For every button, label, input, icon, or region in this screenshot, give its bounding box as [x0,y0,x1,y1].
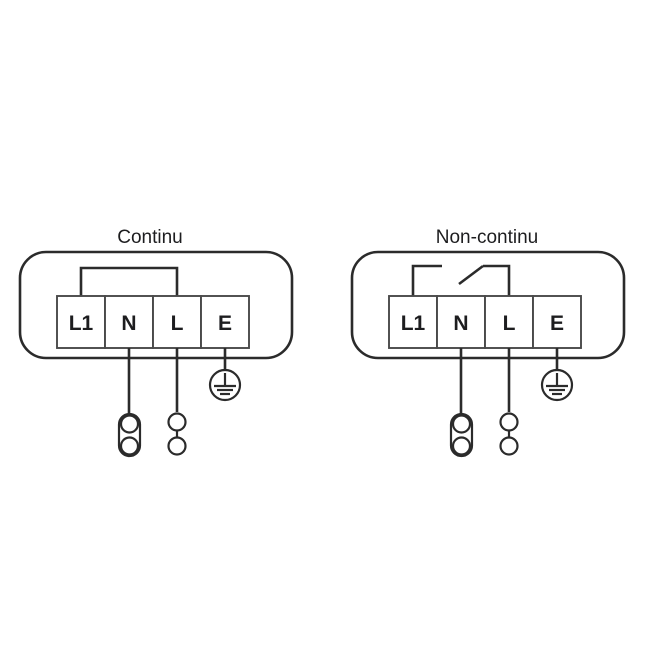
terminal-box-n-2 [436,295,486,349]
wire-end-capsule-neutral [117,412,142,458]
terminal-box-l1 [56,295,106,349]
wire-end-two-circle-live [167,412,187,456]
terminal-label-n: N [121,312,136,335]
switch-arm [458,264,484,286]
terminal-label-e-2: E [550,312,564,335]
terminal-box-l1-2 [388,295,438,349]
earth-symbol-icon [208,368,242,402]
wire-end-two-circle-live-2 [499,412,519,456]
wire-end-capsule-neutral-2 [449,412,474,458]
terminal-label-e: E [218,312,232,335]
terminal-box-e [200,295,250,349]
jumper-link-continuous [79,266,179,296]
appliance-housing-continu [18,250,294,360]
diagram-continu: Continu L1 N L E [18,227,294,458]
diagram-title-continu: Continu [117,227,183,248]
terminal-box-e-2 [532,295,582,349]
terminal-label-l1: L1 [69,312,94,335]
terminal-label-n-2: N [453,312,468,335]
terminal-label-l: L [171,312,184,335]
switch-link-left-contact [411,264,442,296]
terminal-label-l1-2: L1 [401,312,426,335]
earth-symbol-icon-2 [540,368,574,402]
switch-link-right-contact [483,264,511,296]
terminal-label-l-2: L [503,312,516,335]
diagram-title-non-continu: Non-continu [436,227,538,248]
appliance-housing-non-continu [350,250,626,360]
diagram-non-continu: Non-continu L1 N L E [350,227,626,458]
